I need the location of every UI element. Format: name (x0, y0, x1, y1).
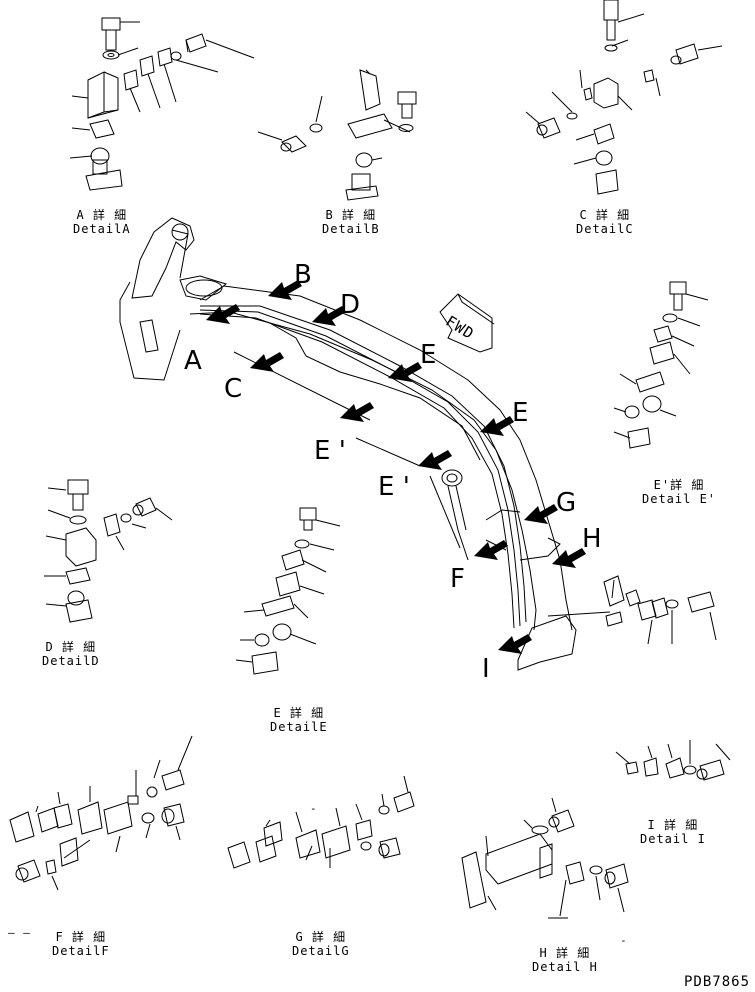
drawing-code: PDB7865 (684, 974, 751, 990)
arrow-eprime-left (340, 402, 374, 422)
detail-e-parts (236, 508, 340, 674)
caption-en: DetailE (270, 720, 328, 734)
detail-h-caption: H 詳 細 Detail H (532, 946, 598, 974)
detail-b-caption: B 詳 細 DetailB (322, 208, 380, 236)
caption-jp: E 詳 細 (273, 706, 325, 720)
callout-d: D (340, 290, 361, 320)
caption-en: Detail H (532, 960, 598, 974)
caption-en: DetailF (52, 944, 110, 958)
arrow-i (498, 634, 532, 654)
detail-d-caption: D 詳 細 DetailD (42, 640, 100, 668)
callout-h: H (582, 524, 602, 554)
detail-eprime-parts (614, 282, 708, 448)
arrow-f (474, 540, 508, 560)
arrow-e-upper (388, 362, 422, 382)
arrow-h (552, 548, 586, 568)
arrow-b (268, 280, 302, 300)
detail-i-caption: I 詳 細 Detail I (640, 818, 706, 846)
detail-c-parts (526, 0, 722, 194)
caption-jp: A 詳 細 (76, 208, 128, 222)
arrow-g (524, 504, 558, 524)
caption-jp: G 詳 細 (295, 930, 347, 944)
detail-c-caption: C 詳 細 DetailC (576, 208, 634, 236)
detail-f-parts (10, 736, 192, 890)
detail-b-parts (258, 70, 416, 200)
dash-mark-h: - (620, 934, 628, 947)
detail-d-parts (44, 480, 172, 622)
detail-a-parts (70, 18, 254, 190)
arrow-c (250, 352, 284, 372)
detail-g-parts (228, 776, 414, 868)
arrow-eprime-mid (418, 450, 452, 470)
dash-mark-g: - (310, 802, 318, 815)
callout-g: G (556, 488, 577, 518)
callout-f: F (450, 564, 465, 594)
caption-jp: C 詳 細 (579, 208, 631, 222)
caption-en: Detail I (640, 832, 706, 846)
callout-a: A (184, 346, 202, 376)
detail-h-parts (462, 798, 628, 918)
callout-i: I (482, 654, 490, 684)
caption-jp: H 詳 細 (539, 946, 591, 960)
arrow-a (206, 304, 240, 324)
detail-g-caption: G 詳 細 DetailG (292, 930, 350, 958)
detail-a-caption: A 詳 細 DetailA (73, 208, 131, 236)
callout-e-upper: E (420, 340, 437, 370)
detail-eprime-caption: E'詳 細 Detail E' (642, 478, 716, 506)
caption-en: DetailG (292, 944, 350, 958)
caption-jp: I 詳 細 (647, 818, 699, 832)
caption-en: DetailD (42, 654, 100, 668)
caption-jp: B 詳 細 (325, 208, 377, 222)
caption-jp: D 詳 細 (45, 640, 97, 654)
caption-en: DetailA (73, 222, 131, 236)
callout-arrows (206, 280, 586, 654)
caption-en: DetailC (576, 222, 634, 236)
callout-eprime-left: E ' (314, 436, 346, 466)
dash-mark-f: — — (8, 926, 31, 939)
caption-jp: E'詳 細 (653, 478, 705, 492)
arrow-d (312, 306, 346, 326)
detail-e-caption: E 詳 細 DetailE (270, 706, 328, 734)
boom-assembly (120, 218, 610, 670)
detail-i-parts (604, 576, 730, 780)
caption-en: DetailB (322, 222, 380, 236)
caption-en: Detail E' (642, 492, 717, 506)
caption-jp: F 詳 細 (55, 930, 107, 944)
detail-f-caption: F 詳 細 DetailF (52, 930, 110, 958)
callout-b: B (294, 260, 312, 290)
arrow-e-right (480, 416, 514, 436)
fwd-arrow (440, 294, 494, 352)
callout-eprime-mid: E ' (378, 472, 410, 502)
callout-e-right: E (512, 398, 529, 428)
callout-c: C (224, 374, 243, 404)
